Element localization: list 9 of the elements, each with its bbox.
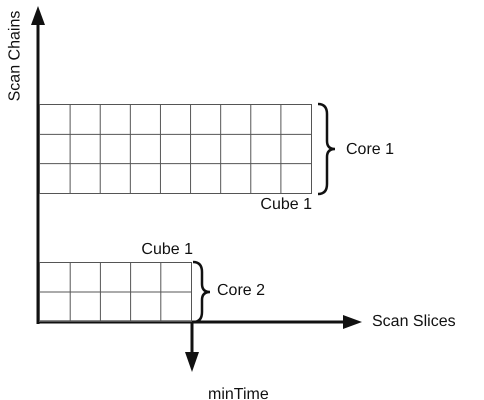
axis-label: Scan Chains xyxy=(7,10,24,102)
axis-label: Scan Slices xyxy=(372,314,456,330)
brace-label: Core 2 xyxy=(217,283,266,299)
block-label: Cube 1 xyxy=(260,197,312,213)
brace-label: Core 1 xyxy=(346,142,394,158)
block-label: Cube 1 xyxy=(141,242,193,258)
grid-block xyxy=(39,104,312,194)
grid-block xyxy=(39,262,192,322)
axis-label: minTime xyxy=(208,387,269,400)
